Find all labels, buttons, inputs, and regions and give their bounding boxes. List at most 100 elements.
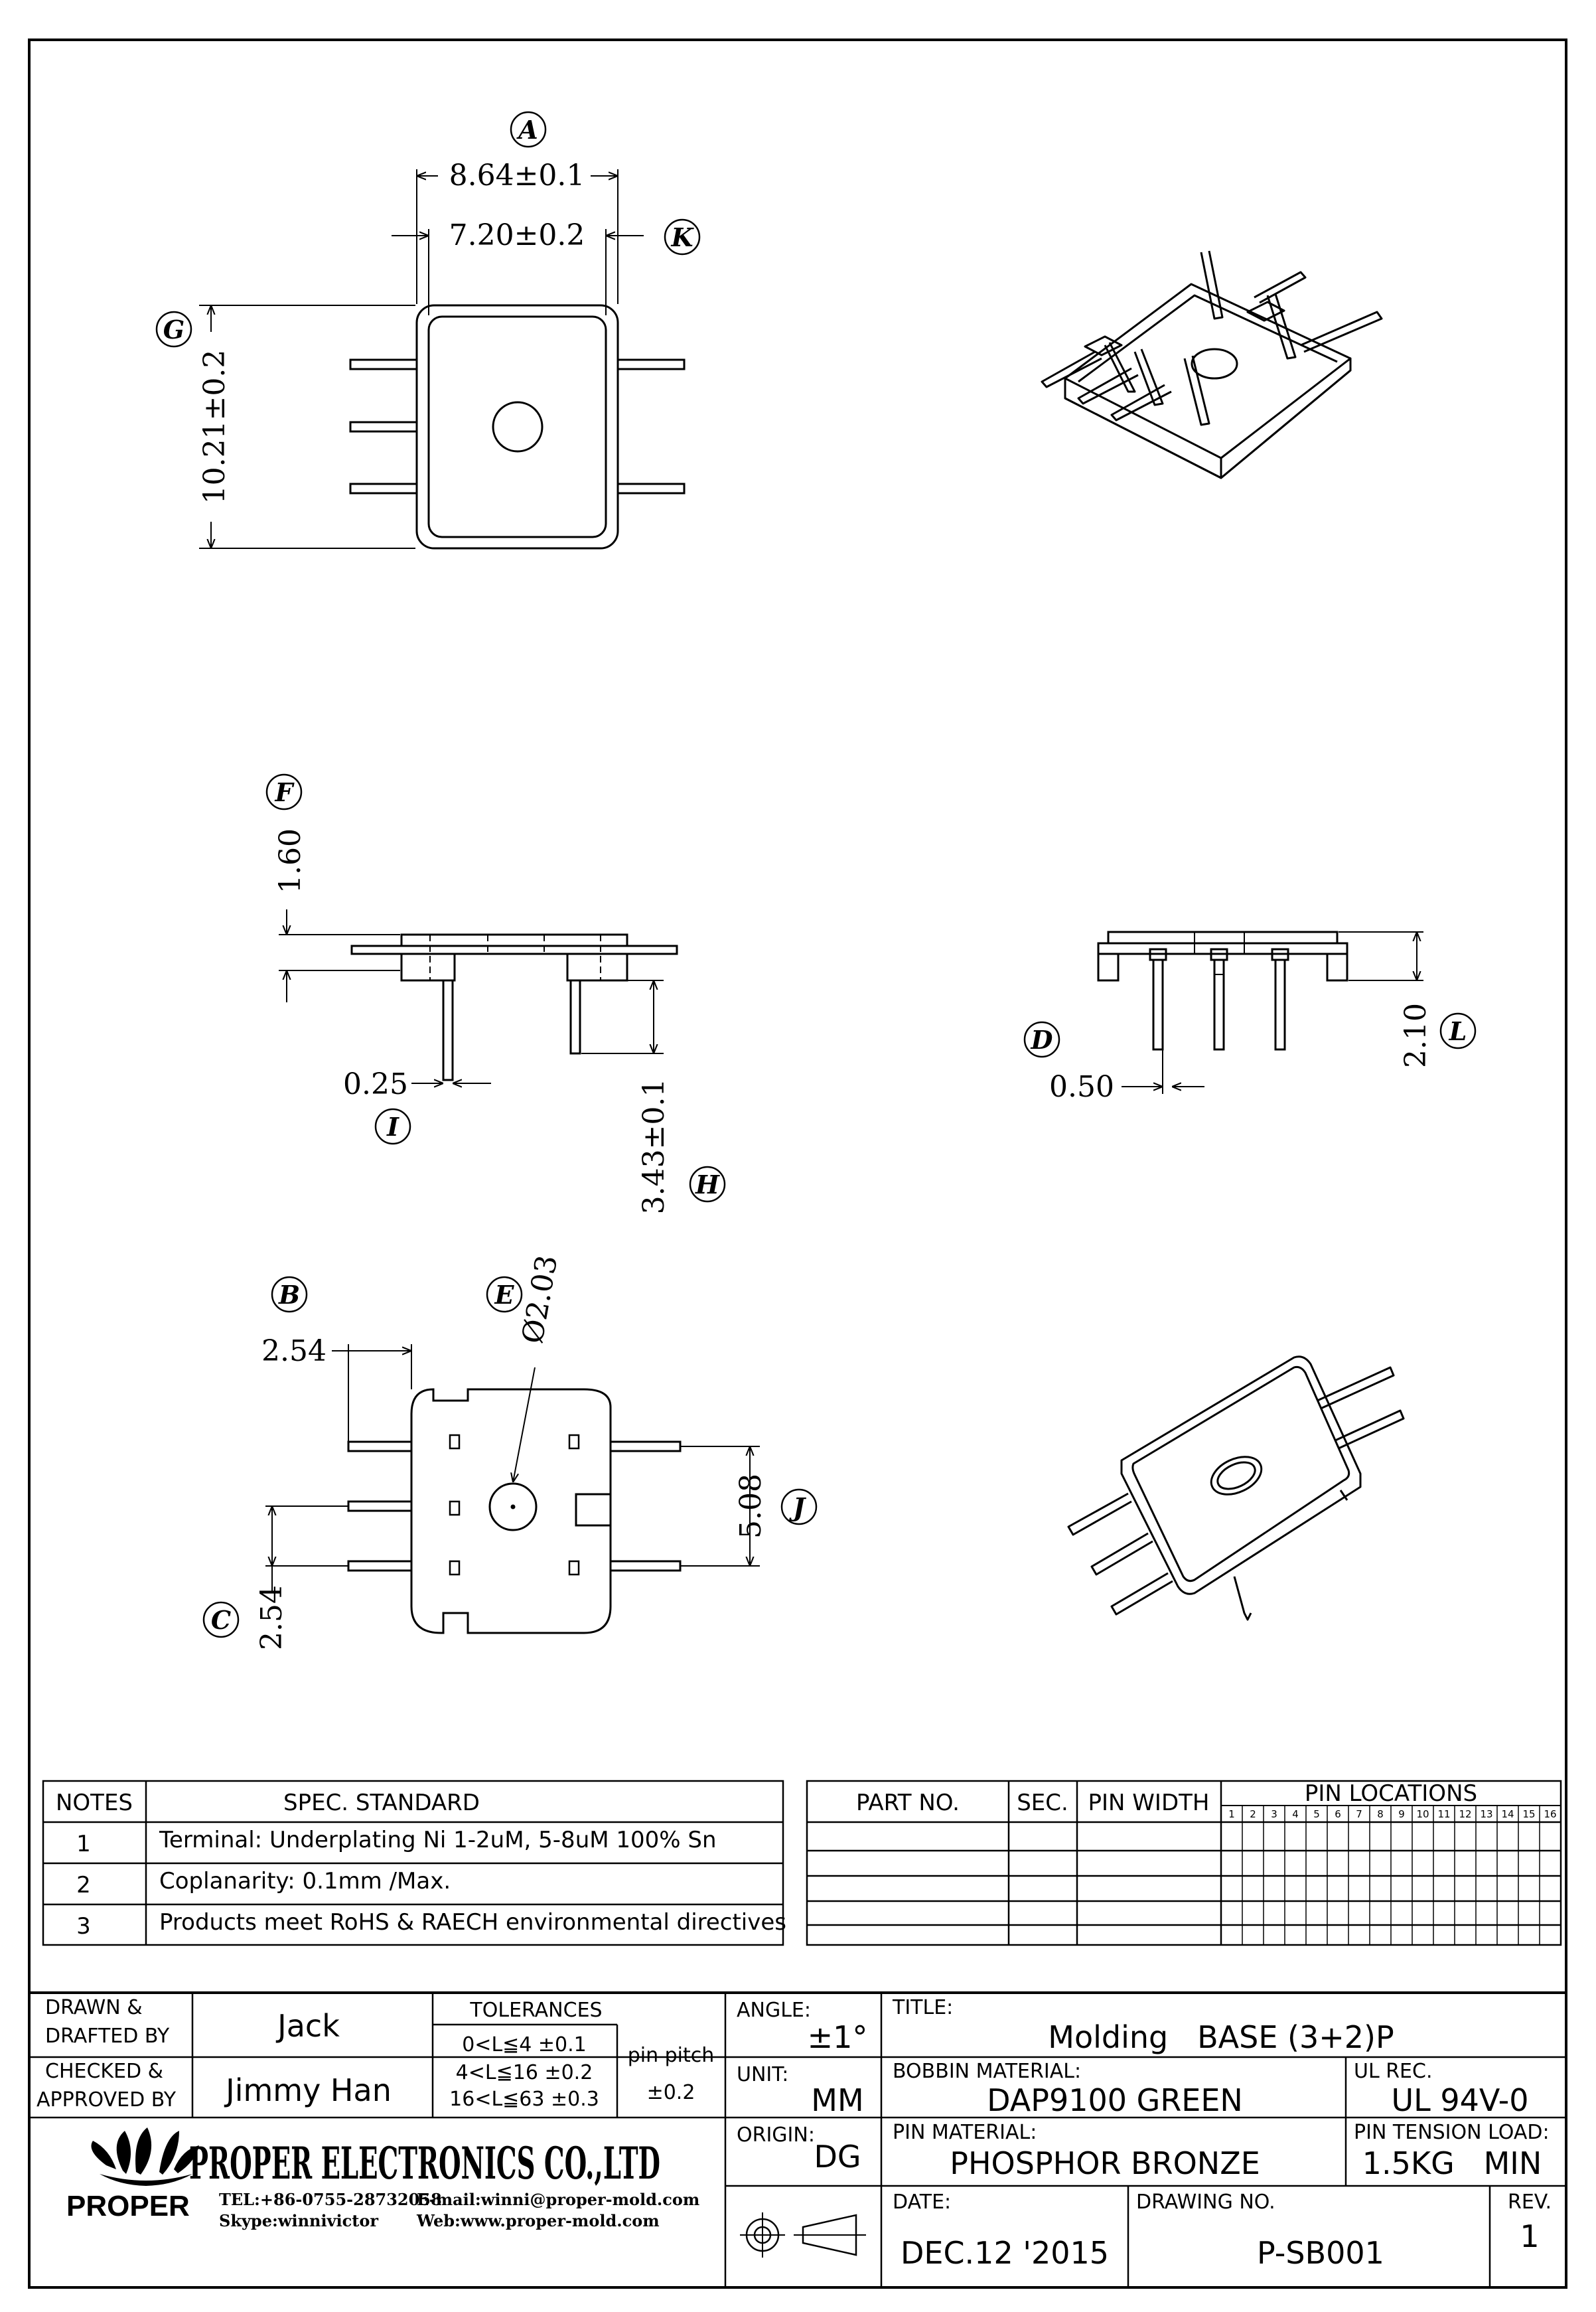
dim-e: Ø2.03 <box>516 1253 565 1346</box>
pin-tension-value: 1.5KG MIN <box>1362 2145 1542 2181</box>
front-view <box>1023 931 1477 1094</box>
dim-a: 8.64±0.1 <box>449 159 585 193</box>
approved-by-value: Jimmy Han <box>224 2072 392 2108</box>
pin-width-header: PIN WIDTH <box>1088 1790 1210 1816</box>
lotus-logo-icon <box>91 2127 199 2186</box>
pin-number-label: 9 <box>1398 1808 1405 1820</box>
pin-number-label: 8 <box>1377 1808 1384 1820</box>
logo-text: PROPER <box>66 2190 190 2222</box>
tolerance-row: 0<L≦4 ±0.1 <box>462 2033 587 2056</box>
date-value: DEC.12 '2015 <box>901 2235 1109 2271</box>
note-row-no: 3 <box>76 1913 91 1940</box>
note-row-text: Terminal: Underplating Ni 1-2uM, 5-8uM 1… <box>159 1827 717 1853</box>
angle-label: ANGLE: <box>737 1999 811 2022</box>
balloon-k: K <box>670 222 694 252</box>
pin-pitch-value: ±0.2 <box>647 2081 695 2104</box>
pin-number-label: 16 <box>1544 1808 1556 1820</box>
pin-number-label: 15 <box>1522 1808 1535 1820</box>
drawn-label: DRAFTED BY <box>45 2025 170 2048</box>
spec-header: SPEC. STANDARD <box>283 1790 480 1816</box>
part-no-header: PART NO. <box>856 1790 960 1816</box>
dim-h: 3.43±0.1 <box>637 1079 671 1215</box>
company-skype: Skype:winnivictor <box>219 2211 378 2230</box>
ul-rec-value: UL 94V-0 <box>1391 2082 1528 2118</box>
isometric-bottom-view <box>1067 1355 1405 1621</box>
angle-value: ±1° <box>808 2019 868 2055</box>
pin-number-label: 11 <box>1437 1808 1450 1820</box>
date-label: DATE: <box>893 2191 951 2214</box>
title-value: Molding BASE (3+2)P <box>1048 2019 1394 2055</box>
tolerances-header: TOLERANCES <box>469 1999 602 2022</box>
pin-pitch-label: pin pitch <box>628 2044 715 2067</box>
title-label: TITLE: <box>892 1996 953 2019</box>
dim-c: 2.54 <box>255 1585 289 1650</box>
origin-label: ORIGIN: <box>737 2123 815 2147</box>
pin-number-label: 10 <box>1416 1808 1429 1820</box>
drawing-no-label: DRAWING NO. <box>1136 2191 1275 2214</box>
pin-tension-label: PIN TENSION LOAD: <box>1354 2121 1550 2144</box>
bottom-view <box>202 1276 818 1638</box>
sec-header: SEC. <box>1017 1790 1068 1816</box>
pin-number-label: 2 <box>1250 1808 1256 1820</box>
balloon-j: J <box>789 1492 807 1522</box>
pin-number-label: 12 <box>1459 1808 1471 1820</box>
dim-f: 1.60 <box>273 828 307 893</box>
dim-d: 0.50 <box>1049 1070 1114 1104</box>
ul-rec-label: UL REC. <box>1354 2060 1433 2083</box>
pin-material-label: PIN MATERIAL: <box>893 2121 1037 2144</box>
balloon-b: B <box>278 1280 300 1310</box>
balloon-h: H <box>695 1170 720 1199</box>
dim-l: 2.10 <box>1399 1003 1433 1068</box>
note-row-text: Products meet RoHS & RAECH environmental… <box>159 1909 786 1936</box>
unit-label: UNIT: <box>737 2063 788 2086</box>
company-email: E-mail:winni@proper-mold.com <box>417 2190 699 2209</box>
drawn-by-value: Jack <box>275 2008 340 2044</box>
dim-k: 7.20±0.2 <box>449 218 585 252</box>
side-view <box>265 773 726 1203</box>
notes-header: NOTES <box>56 1790 133 1816</box>
pin-number-label: 5 <box>1313 1808 1320 1820</box>
pin-number-label: 14 <box>1501 1808 1514 1820</box>
pin-number-label: 7 <box>1356 1808 1362 1820</box>
rev-value: 1 <box>1520 2218 1539 2254</box>
pin-number-label: 6 <box>1335 1808 1341 1820</box>
company-logo: PROPER PROPER ELECTRONICS CO.,LTD TEL:+8… <box>66 2127 699 2230</box>
note-row-no: 2 <box>76 1872 91 1898</box>
title-block <box>28 1991 1567 2289</box>
balloon-e: E <box>494 1280 515 1310</box>
checked-label: CHECKED & <box>45 2060 163 2083</box>
isometric-top-view <box>1041 250 1383 479</box>
balloon-l: L <box>1449 1016 1467 1046</box>
dim-b: 2.54 <box>261 1334 326 1368</box>
pin-number-label: 1 <box>1228 1808 1235 1820</box>
company-web: Web:www.proper-mold.com <box>416 2211 660 2230</box>
drawn-label: DRAWN & <box>45 1996 143 2019</box>
pin-number-label: 13 <box>1480 1808 1492 1820</box>
dim-j: 5.08 <box>734 1474 768 1539</box>
drawing-no-value: P-SB001 <box>1257 2235 1384 2271</box>
pin-material-value: PHOSPHOR BRONZE <box>950 2145 1260 2181</box>
balloon-g: G <box>163 315 184 345</box>
drawing-border <box>28 39 1567 2289</box>
balloon-i: I <box>386 1112 399 1142</box>
tolerance-row: 4<L≦16 ±0.2 <box>456 2061 593 2084</box>
top-view <box>155 111 701 550</box>
balloon-a: A <box>516 115 538 145</box>
dim-i: 0.25 <box>343 1067 408 1101</box>
parts-table <box>806 1780 1562 1946</box>
balloon-c: C <box>211 1605 231 1635</box>
checked-label: APPROVED BY <box>36 2088 177 2112</box>
pin-locations-header: PIN LOCATIONS <box>1305 1780 1477 1807</box>
origin-value: DG <box>814 2139 861 2175</box>
pin-number-label: 3 <box>1271 1808 1277 1820</box>
company-tel: TEL:+86-0755-28732058 <box>219 2190 442 2209</box>
company-name: PROPER ELECTRONICS CO.,LTD <box>189 2137 660 2189</box>
bobbin-material-value: DAP9100 GREEN <box>987 2082 1243 2118</box>
note-row-text: Coplanarity: 0.1mm /Max. <box>159 1868 451 1894</box>
balloon-f: F <box>275 777 295 807</box>
bobbin-material-label: BOBBIN MATERIAL: <box>893 2060 1081 2083</box>
dim-g: 10.21±0.2 <box>198 350 232 504</box>
balloon-d: D <box>1031 1025 1053 1055</box>
notes-table <box>42 1780 784 1946</box>
